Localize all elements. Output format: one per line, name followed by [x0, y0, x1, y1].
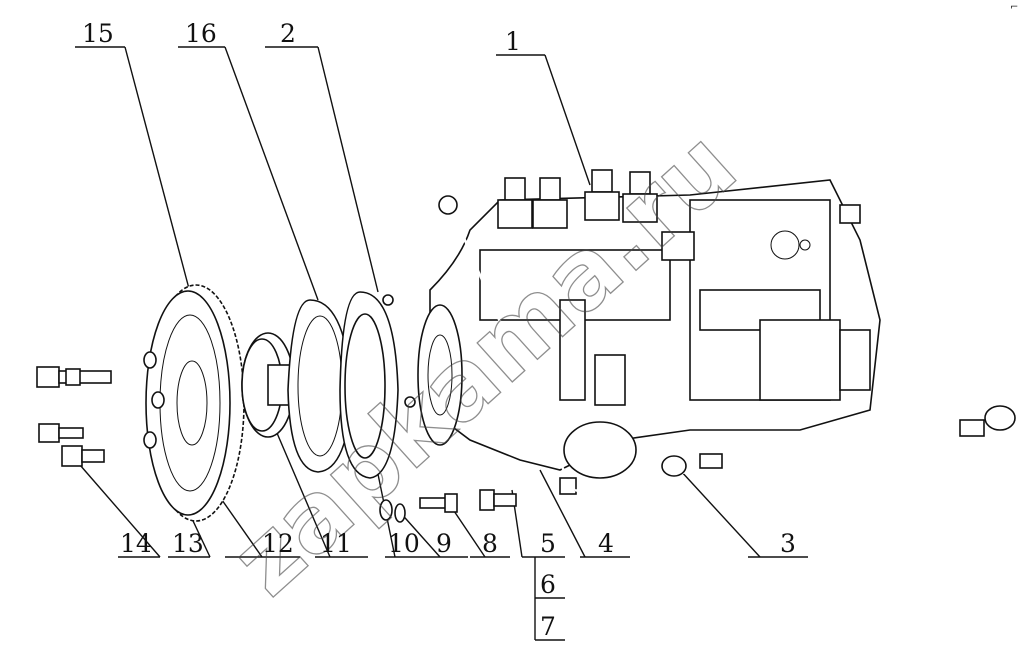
- label-1: 1: [505, 27, 521, 56]
- leader-lines-top: [75, 46, 591, 301]
- label-6: 6: [540, 570, 556, 599]
- label-10: 10: [388, 529, 420, 558]
- label-8: 8: [482, 529, 498, 558]
- label-14: 14: [120, 529, 152, 558]
- label-13: 13: [172, 529, 204, 558]
- gear-part-15: [143, 284, 245, 522]
- label-5: 5: [540, 529, 556, 558]
- label-12: 12: [262, 529, 294, 558]
- pump-body: [417, 179, 881, 479]
- part-labels: 15 16 2 1 14 13 12 11 10 9 8 5 6 7 4 3: [82, 19, 796, 641]
- label-15: 15: [82, 19, 114, 48]
- corner-mark: ⌐: [1010, 2, 1018, 13]
- hose-part-3: [574, 405, 1016, 498]
- label-3: 3: [780, 529, 796, 558]
- flange-part-2: [339, 291, 416, 479]
- label-2: 2: [280, 19, 296, 48]
- label-9: 9: [436, 529, 452, 558]
- label-7: 7: [540, 612, 556, 641]
- bolts-part-14: [36, 366, 112, 467]
- label-4: 4: [598, 529, 614, 558]
- small-parts-8-9-10: [379, 489, 517, 523]
- label-11: 11: [320, 529, 352, 558]
- label-16: 16: [185, 19, 217, 48]
- pipe-part-4: [438, 195, 577, 495]
- outlets-part-1: [497, 169, 695, 261]
